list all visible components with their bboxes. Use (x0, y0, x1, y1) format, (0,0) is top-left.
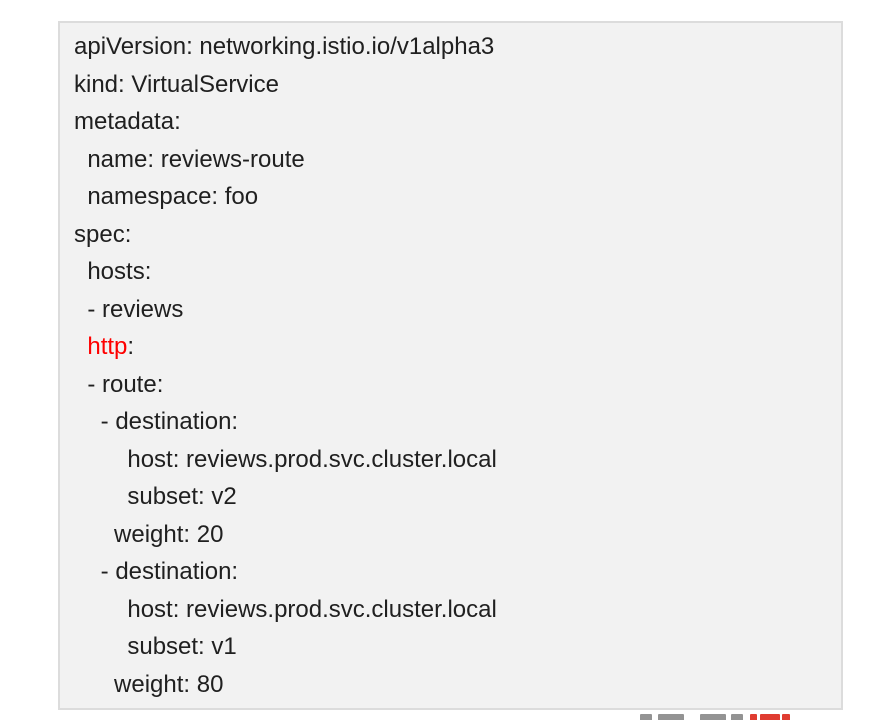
watermark-fragment (760, 714, 780, 720)
code-line: metadata: (74, 108, 181, 135)
watermark-fragment (658, 714, 684, 720)
code-line: hosts: (74, 258, 152, 285)
code-line: host: reviews.prod.svc.cluster.local (74, 595, 497, 623)
code-line: - route: (74, 370, 164, 398)
code-line: - destination: (74, 558, 239, 585)
watermark-fragment (750, 714, 757, 720)
code-line: weight: 80 (74, 670, 224, 698)
watermark-fragment (640, 714, 652, 720)
code-line: - reviews (74, 295, 184, 323)
code-line: namespace: foo (74, 183, 259, 210)
yaml-code: apiVersion: networking.istio.io/v1alpha3… (60, 23, 841, 703)
yaml-code-panel: apiVersion: networking.istio.io/v1alpha3… (58, 21, 843, 710)
cutoff-watermark (0, 714, 892, 720)
code-line: - destination: (74, 408, 239, 435)
code-line: name: reviews-route (74, 145, 305, 173)
code-line: spec: (74, 220, 132, 248)
watermark-fragment (782, 714, 790, 720)
code-line: subset: v2 (74, 483, 237, 510)
code-line: host: reviews.prod.svc.cluster.local (74, 445, 497, 473)
code-line: weight: 20 (74, 520, 224, 548)
code-line: subset: v1 (74, 633, 237, 660)
watermark-fragment (700, 714, 726, 720)
code-line: http: (87, 333, 135, 360)
code-line: apiVersion: networking.istio.io/v1alpha3 (74, 33, 495, 60)
yaml-key-http-highlighted: http (87, 333, 128, 360)
code-line: kind: VirtualService (74, 70, 279, 98)
watermark-fragment (731, 714, 743, 720)
